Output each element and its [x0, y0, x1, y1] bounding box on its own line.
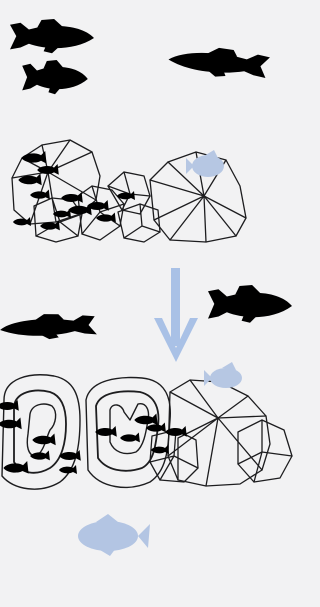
fish-icon-top-left	[10, 19, 94, 53]
fish-icon-top-right	[166, 44, 271, 81]
fish-icon-top-left-2	[22, 60, 88, 94]
down-arrow-icon	[154, 268, 198, 362]
fish-icon-middle-right	[208, 285, 292, 323]
fish-icon-in-rock-after	[204, 362, 242, 388]
fish-icon-bottom	[78, 514, 150, 556]
fish-icon-middle-left	[0, 312, 97, 341]
